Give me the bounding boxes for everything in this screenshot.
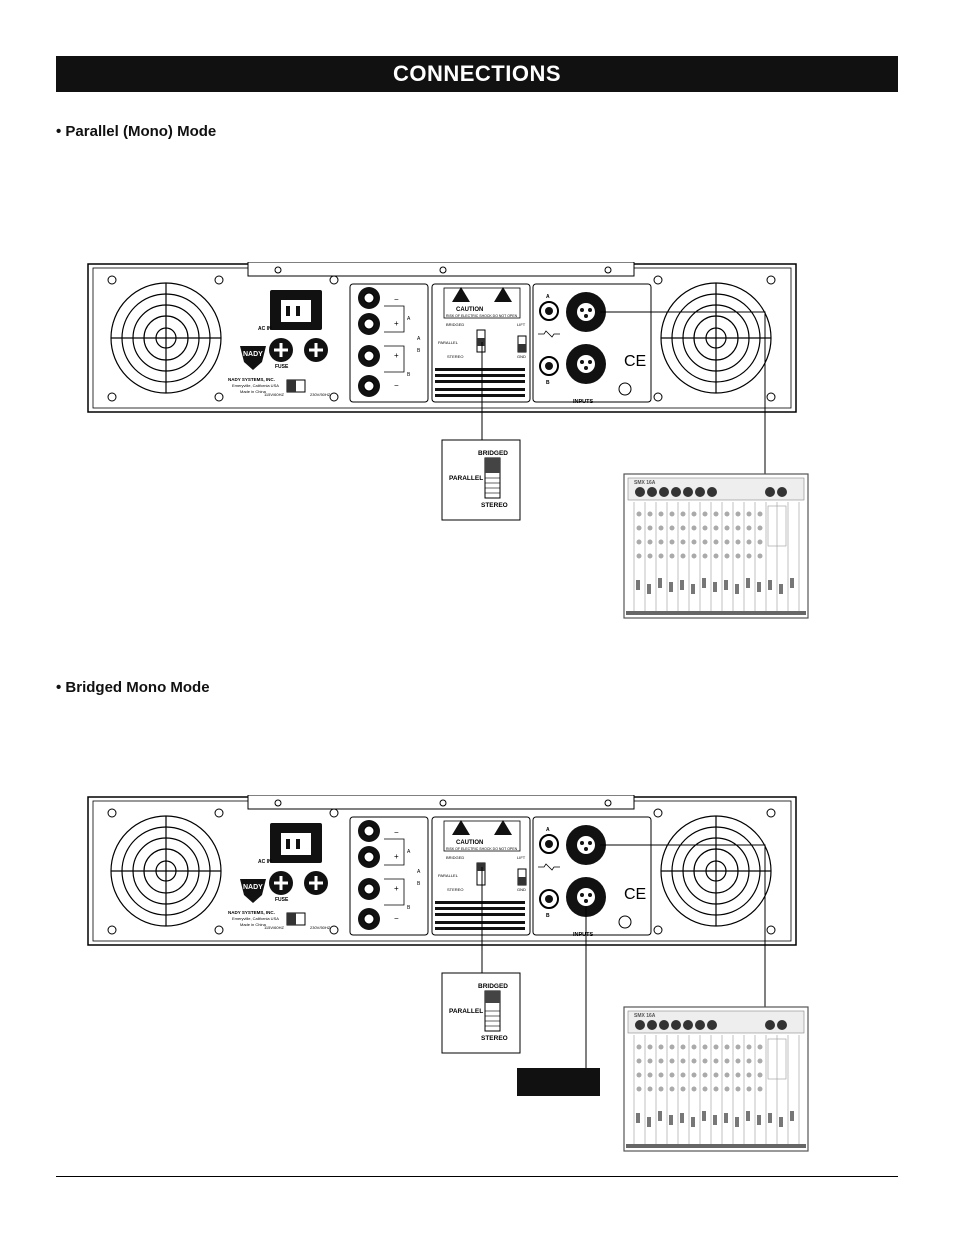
fan-grille-left-icon	[110, 282, 222, 394]
amplifier-rear-panel: AC IN FUSE NADY NADY SYSTEMS, INC. Emery…	[87, 795, 797, 946]
fuse-label: FUSE	[275, 364, 289, 370]
company-line-3: Made in China	[240, 922, 267, 927]
company-line-2: Emeryville, California USA	[232, 383, 279, 388]
mode-switch-inset: BRIDGED PARALLEL STEREO	[441, 439, 521, 521]
caution-sublabel: RISK OF ELECTRIC SHOCK DO NOT OPEN	[446, 314, 518, 318]
warning-triangle-icon	[452, 820, 470, 835]
fan-grille-left-icon	[110, 815, 222, 927]
mixer-label: SMX 16A	[634, 1013, 656, 1019]
ac-power-inlet-icon	[270, 290, 322, 330]
terminal-minus-label: −	[394, 914, 399, 923]
mixer-label: SMX 16A	[634, 480, 656, 486]
panel-stereo-label: STEREO	[447, 354, 463, 359]
ce-mark: CE	[624, 886, 646, 903]
input-b-label: B	[546, 913, 550, 919]
fan-grille-right-icon	[660, 282, 772, 394]
redacted-label-block	[517, 1068, 600, 1096]
ground-symbol-icon	[618, 915, 632, 929]
input-a-label: A	[546, 827, 550, 833]
speaker-b-label: B	[407, 372, 411, 378]
inset-bridged-label: BRIDGED	[478, 983, 508, 990]
terminal-minus-label: −	[394, 295, 399, 304]
caution-label: CAUTION	[456, 307, 483, 313]
input-a-label: A	[546, 294, 550, 300]
inputs-label: INPUTS	[573, 932, 594, 938]
footer-rule	[56, 1176, 898, 1177]
fuse-label: FUSE	[275, 897, 289, 903]
svg-text:NADY: NADY	[243, 351, 263, 358]
fan-grille-right-icon	[660, 815, 772, 927]
voltage-label-115: 115V/60HZ	[264, 925, 284, 930]
warning-triangle-icon	[494, 820, 512, 835]
input-b-label: B	[546, 380, 550, 386]
voltage-label-230: 230V/50HZ	[310, 392, 331, 397]
nady-logo-icon: NADY	[240, 346, 266, 370]
xlr-input-b-icon	[566, 877, 606, 917]
lift-label: LIFT	[517, 322, 526, 327]
inputs-label: INPUTS	[573, 399, 594, 405]
panel-stereo-label: STEREO	[447, 887, 463, 892]
panel-parallel-label: PARALLEL	[438, 340, 459, 345]
parallel-mode-diagram: AC IN FUSE NADY NADY SYSTEMS, INC. Emery…	[87, 262, 809, 619]
gnd-label: GND	[517, 887, 526, 892]
inset-parallel-label: PARALLEL	[449, 1008, 483, 1015]
terminal-plus-label: +	[394, 884, 399, 893]
inset-stereo-label: STEREO	[481, 502, 508, 509]
bridged-mode-diagram: AC IN FUSE NADY NADY SYSTEMS, INC. Emery…	[87, 795, 809, 1152]
ac-in-label: AC IN	[258, 859, 272, 865]
speaker-binding-posts	[358, 287, 380, 397]
gnd-label: GND	[517, 354, 526, 359]
speaker-b-label: B	[417, 348, 421, 354]
section-title-parallel: • Parallel (Mono) Mode	[56, 123, 217, 140]
section-title-bridged: • Bridged Mono Mode	[56, 679, 210, 696]
company-line-1: NADY SYSTEMS, INC.	[228, 377, 275, 382]
speaker-a-label: A	[417, 336, 421, 342]
inset-bridged-label: BRIDGED	[478, 450, 508, 457]
company-line-1: NADY SYSTEMS, INC.	[228, 910, 275, 915]
panel-bridged-label: BRIDGED	[446, 855, 464, 860]
speaker-a-label: A	[417, 869, 421, 875]
voltage-label-115: 115V/60HZ	[264, 392, 284, 397]
nady-logo-icon: NADY	[240, 879, 266, 903]
warning-triangle-icon	[452, 287, 470, 302]
ac-in-label: AC IN	[258, 326, 272, 332]
inset-stereo-label: STEREO	[481, 1035, 508, 1042]
terminal-minus-label: −	[394, 381, 399, 390]
terminal-minus-label: −	[394, 828, 399, 837]
ac-power-inlet-icon	[270, 823, 322, 863]
page-header-bar: CONNECTIONS	[56, 56, 898, 92]
page-title: CONNECTIONS	[392, 61, 562, 86]
speaker-b-label: B	[407, 905, 411, 911]
panel-bridged-label: BRIDGED	[446, 322, 464, 327]
company-line-3: Made in China	[240, 389, 267, 394]
amplifier-rear-panel: AC IN FUSE NADY NADY SYSTEMS, INC. Emery…	[87, 262, 797, 413]
ground-symbol-icon	[618, 382, 632, 396]
inset-parallel-label: PARALLEL	[449, 475, 483, 482]
warning-triangle-icon	[494, 287, 512, 302]
speaker-b-label: B	[417, 881, 421, 887]
mixer-console-icon: SMX 16A	[623, 473, 809, 619]
mixer-console-icon: SMX 16A	[623, 1006, 809, 1152]
speaker-a-label: A	[407, 316, 411, 322]
caution-sublabel: RISK OF ELECTRIC SHOCK DO NOT OPEN	[446, 847, 518, 851]
terminal-plus-label: +	[394, 351, 399, 360]
ce-mark: CE	[624, 353, 646, 370]
xlr-input-a-icon	[566, 292, 606, 332]
xlr-input-b-icon	[566, 344, 606, 384]
lift-label: LIFT	[517, 855, 526, 860]
company-line-2: Emeryville, California USA	[232, 916, 279, 921]
terminal-plus-label: +	[394, 852, 399, 861]
panel-parallel-label: PARALLEL	[438, 873, 459, 878]
mode-switch-inset: BRIDGED PARALLEL STEREO	[441, 972, 521, 1054]
terminal-plus-label: +	[394, 319, 399, 328]
xlr-input-a-icon	[566, 825, 606, 865]
svg-text:NADY: NADY	[243, 884, 263, 891]
speaker-binding-posts	[358, 820, 380, 930]
speaker-a-label: A	[407, 849, 411, 855]
caution-label: CAUTION	[456, 840, 483, 846]
voltage-label-230: 230V/50HZ	[310, 925, 331, 930]
